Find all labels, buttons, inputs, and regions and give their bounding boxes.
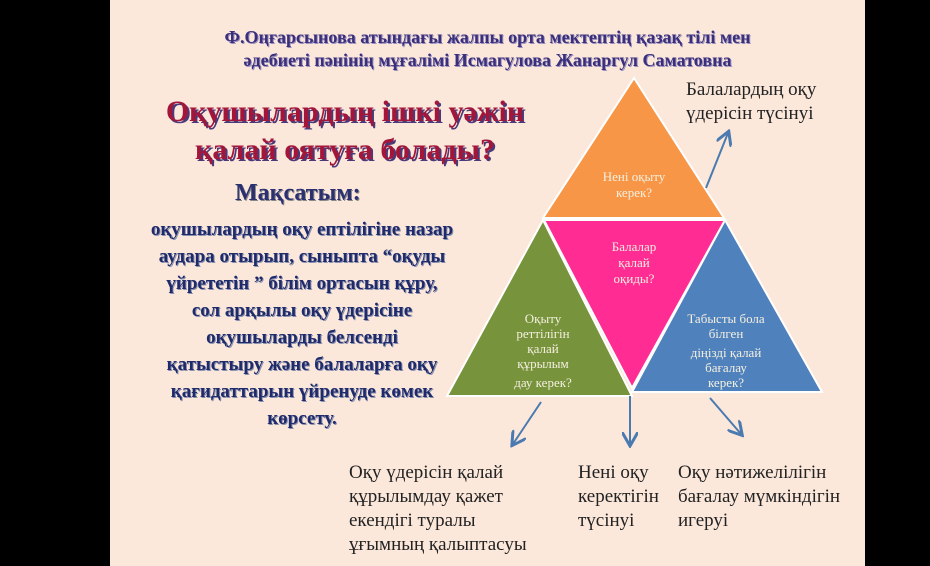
author-header: Ф.Оңғарсынова атындағы жалпы орта мектеп…: [110, 26, 865, 72]
caption-line: екендігі туралы: [349, 510, 476, 531]
right-text-1: білген: [709, 326, 744, 341]
right-text-3: бағалау: [705, 360, 747, 375]
caption-line: керектігін: [578, 486, 659, 507]
triangle-left: [445, 217, 634, 397]
goal-heading: Мақсатым:: [235, 180, 361, 206]
caption-line: түсінуі: [578, 510, 635, 531]
header-line: әдебиеті пәнінің мұғалімі Исмагулова Жан…: [243, 50, 732, 70]
header-line: Ф.Оңғарсынова атындағы жалпы орта мектеп…: [224, 27, 751, 47]
goal-line: оқушылардың оқу ептілігіне назар: [150, 219, 454, 240]
left-text-3: құрылым: [517, 356, 569, 371]
right-text-2: діңізді қалай: [691, 345, 762, 360]
top-text-0: Нені оқыту: [603, 169, 666, 184]
center-text-0: Балалар: [612, 239, 656, 254]
caption-bottom-right: Оқу нәтижелілігін бағалау мүмкіндігін игер…: [678, 461, 840, 533]
triangle-top: [541, 76, 726, 219]
goal-line: көрсету.: [267, 408, 337, 429]
caption-line: Оқу нәтижелілігін: [678, 462, 827, 483]
goal-line: үйрететін ” білім ортасын құру,: [166, 273, 438, 294]
left-text-1: реттілігін: [516, 326, 569, 341]
goal-line: аудара отырып, сыныпта “оқуды: [158, 246, 446, 267]
arrow-bottom-right: [709, 397, 741, 434]
right-text-4: керек?: [708, 375, 744, 390]
caption-line: Нені оқу: [578, 462, 649, 483]
goal-line: оқушыларды белсенді: [206, 327, 398, 348]
caption-line: игеруі: [678, 510, 729, 531]
caption-bottom-mid: Нені оқу керектігін түсінуі: [578, 461, 659, 533]
arrow-bottom-left: [513, 401, 542, 444]
title-line: Оқушылардың ішкі уәжін: [165, 95, 525, 128]
slide-title: Оқушылардың ішкі уәжін қалай оятуға болад…: [140, 93, 550, 169]
left-text-0: Оқыту: [525, 311, 562, 326]
left-text-2: қалай: [527, 341, 558, 356]
goal-line: қағидаттарын үйренуде көмек: [170, 381, 434, 402]
left-text-4: дау керек?: [514, 375, 572, 390]
caption-line: Оқу үдерісін қалай: [349, 462, 504, 483]
caption-line: бағалау мүмкіндігін: [678, 486, 841, 507]
center-text-1: қалай: [618, 255, 649, 270]
title-line: қалай оятуға болады?: [195, 133, 495, 166]
caption-line: ұғымның қалыптасуы: [349, 534, 527, 555]
right-text-0: Табысты бола: [687, 311, 765, 326]
caption-line: Балалардың оқу: [686, 79, 817, 100]
goal-line: сол арқылы оқу үдерісіне: [191, 300, 413, 321]
goal-line: қатыстыру және балаларға оқу: [166, 354, 438, 375]
goal-text: оқушылардың оқу ептілігіне назар аудара …: [122, 216, 482, 432]
caption-line: құрылымдау қажет: [349, 486, 503, 507]
caption-line: үдерісін түсінуі: [686, 103, 814, 124]
caption-bottom-left: Оқу үдерісін қалай құрылымдау қажет екенді…: [349, 461, 527, 557]
arrow-top-right: [705, 133, 728, 189]
center-text-2: оқиды?: [614, 271, 655, 286]
caption-top-right: Балалардың оқу үдерісін түсінуі: [686, 78, 816, 126]
top-text-1: керек?: [616, 185, 652, 200]
triangle-center: [542, 219, 727, 391]
